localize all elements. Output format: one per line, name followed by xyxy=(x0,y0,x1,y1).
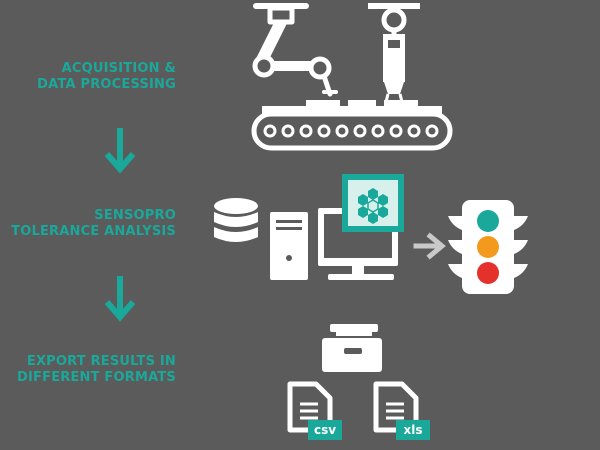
step-tolerance-label: SENSOPRO TOLERANCE ANALYSIS xyxy=(11,208,176,240)
step-label-line: DATA PROCESSING xyxy=(37,77,176,92)
step-export-label: EXPORT RESULTS IN DIFFERENT FORMATS xyxy=(17,354,176,386)
step-label-line: ACQUISITION & xyxy=(61,61,176,76)
csv-file-icon: csv xyxy=(287,381,342,440)
csv-tag: csv xyxy=(314,423,336,437)
arrow-right-icon xyxy=(413,232,446,260)
gripper-robot-icon xyxy=(368,3,420,103)
down-arrow-icon xyxy=(104,276,136,322)
step-label-line: EXPORT RESULTS IN xyxy=(26,354,176,369)
step-acquisition-label: ACQUISITION & DATA PROCESSING xyxy=(37,61,176,93)
red-light xyxy=(477,262,499,284)
robot-arm-icon xyxy=(252,3,338,97)
conveyor-belt-icon xyxy=(251,100,453,151)
orange-light xyxy=(477,236,499,258)
xls-tag: xls xyxy=(404,423,423,437)
archive-box-icon xyxy=(322,324,382,372)
step-label-line: SENSOPRO xyxy=(94,208,176,223)
down-arrow-icon xyxy=(104,128,136,174)
xls-file-icon: xls xyxy=(373,381,430,440)
sensopro-logo-icon xyxy=(342,174,404,232)
database-icon xyxy=(214,198,258,242)
traffic-light-icon xyxy=(448,200,528,294)
green-light xyxy=(477,210,499,232)
step-label-line: TOLERANCE ANALYSIS xyxy=(11,224,176,239)
step-label-line: DIFFERENT FORMATS xyxy=(17,370,176,385)
